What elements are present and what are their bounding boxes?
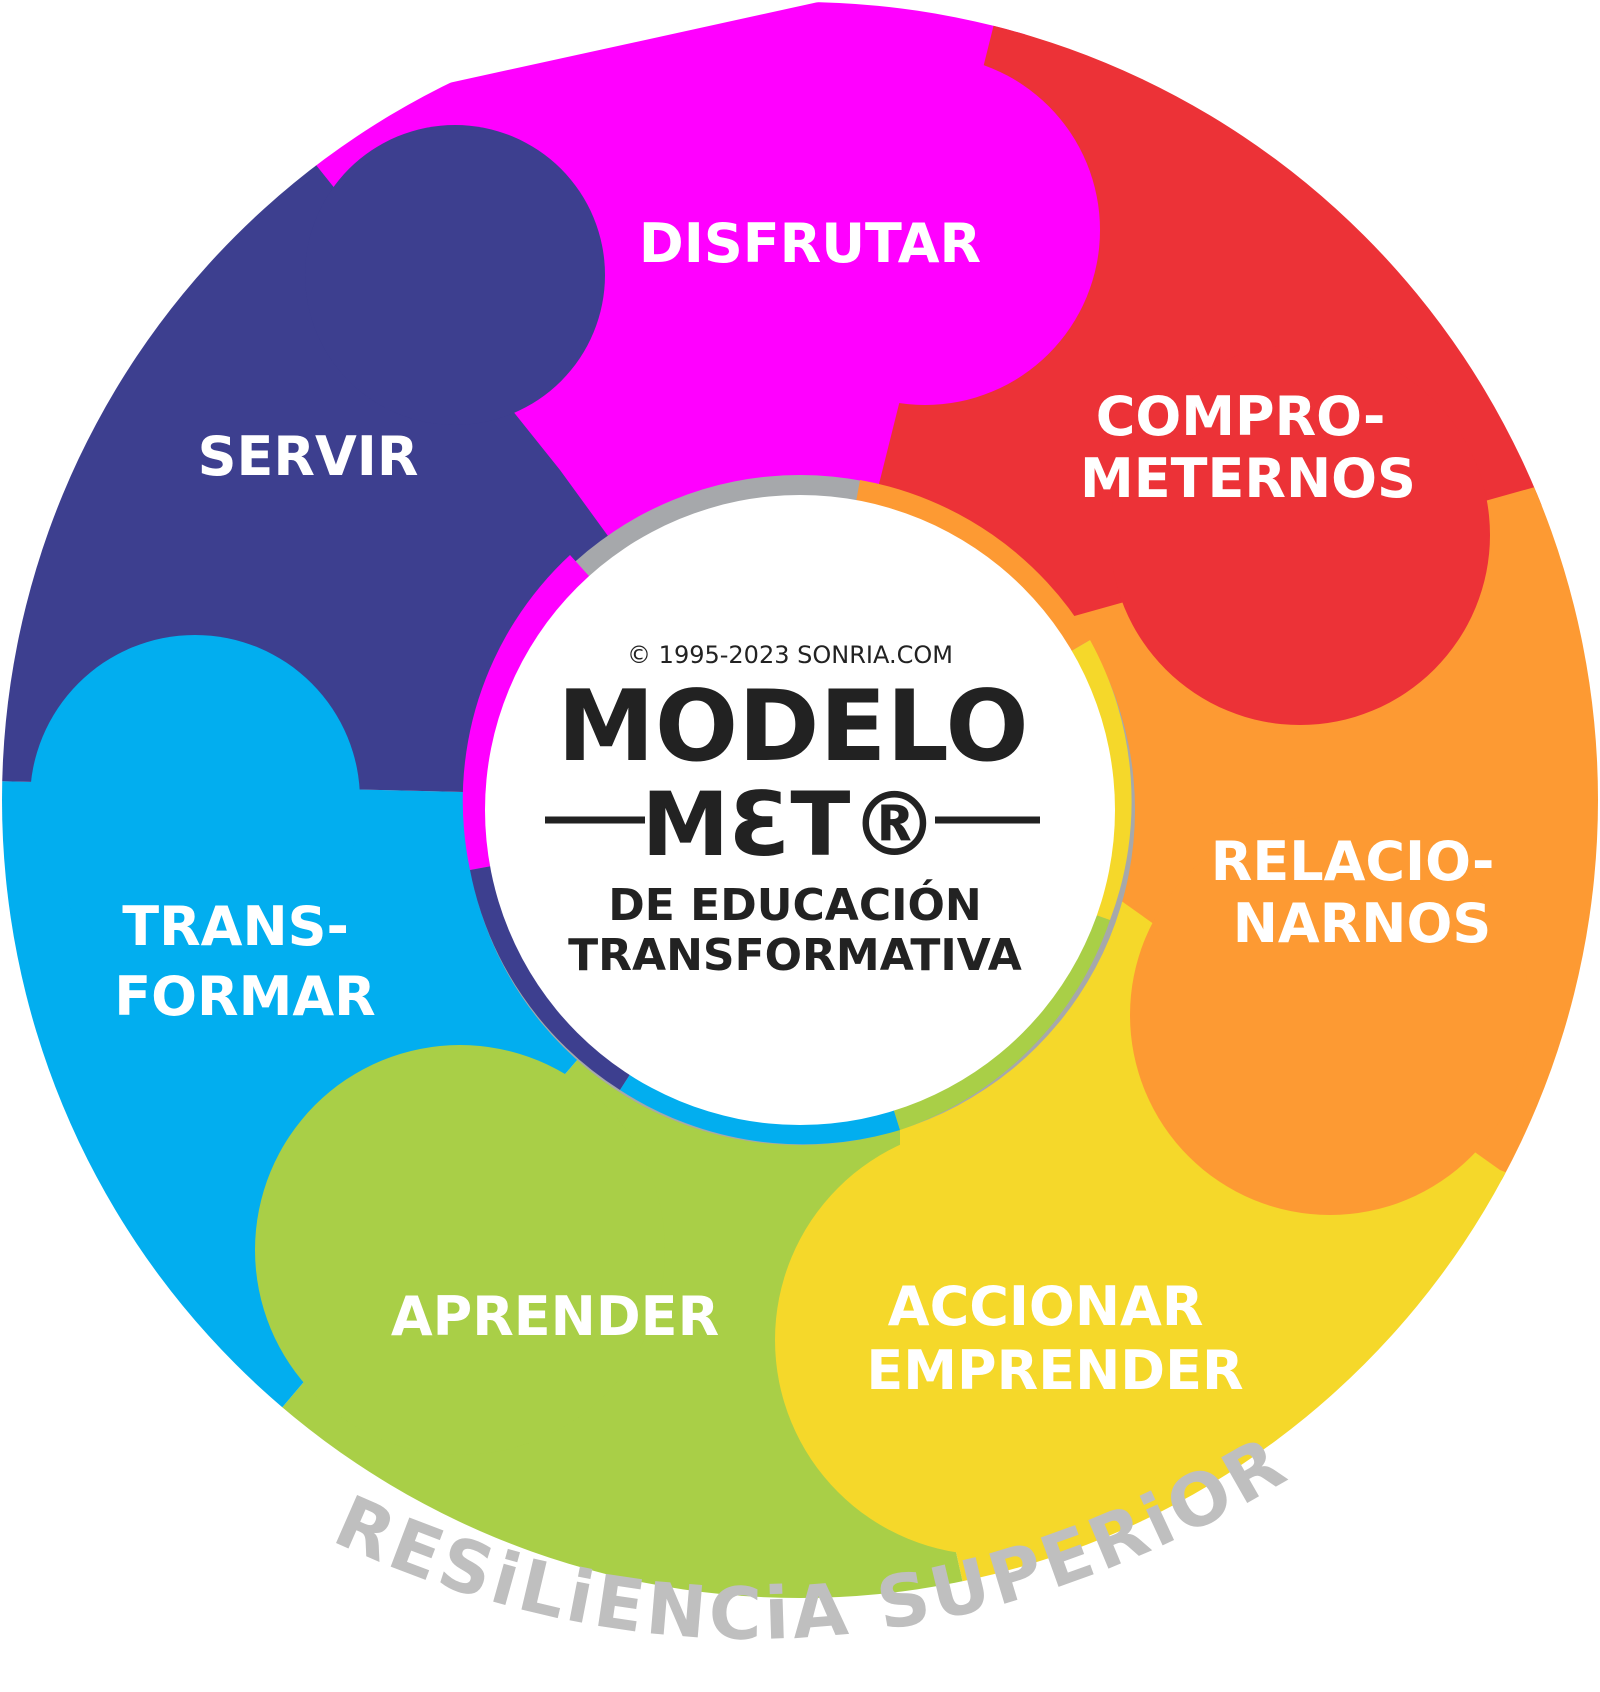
segment-labels: DISFRUTAR COMPRO- METERNOS RELACIO- NARN… — [114, 212, 1514, 1402]
center-disc — [485, 495, 1115, 1125]
label-accionar-line1: ACCIONAR — [888, 1275, 1204, 1338]
center-subtitle-line1: DE EDUCACIÓN — [608, 878, 981, 931]
knob-relacio-bottom — [1130, 815, 1530, 1215]
label-servir: SERVIR — [198, 425, 419, 488]
label-servir-line1: SERVIR — [198, 425, 419, 488]
knob-transformar-top — [30, 635, 360, 965]
label-aprender-line1: APRENDER — [391, 1285, 719, 1348]
label-disfrutar-line1: DISFRUTAR — [639, 212, 981, 275]
center-hub: © 1995-2023 SONRIA.COM MODELO MƐT® DE ED… — [462, 475, 1135, 1145]
label-comprometernos: COMPRO- METERNOS — [1080, 385, 1416, 510]
label-transformar-line2: FORMAR — [114, 965, 375, 1028]
knob-disfrutar-right — [750, 55, 1100, 405]
label-transformar: TRANS- FORMAR — [114, 895, 375, 1028]
label-accionar: ACCIONAR EMPRENDER — [866, 1275, 1243, 1402]
label-disfrutar: DISFRUTAR — [639, 212, 981, 275]
knob-aprender-left — [255, 1045, 665, 1455]
center-title: MODELO — [557, 670, 1028, 784]
label-comprometernos-line1: COMPRO- — [1096, 385, 1386, 448]
knob-accionar-left — [775, 1125, 1205, 1555]
label-aprender: APRENDER — [391, 1285, 719, 1348]
label-relacionarnos-line1: RELACIO- — [1211, 830, 1495, 893]
label-transformar-line1: TRANS- — [122, 895, 349, 958]
label-relacionarnos-line2: NARNOS — [1233, 892, 1492, 955]
label-comprometernos-line2: METERNOS — [1080, 447, 1416, 510]
center-copyright: © 1995-2023 SONRIA.COM — [627, 641, 953, 669]
center-subtitle-line2: TRANSFORMATIVA — [568, 930, 1022, 981]
knob-servir-top — [305, 125, 605, 425]
knob-compro-bottom — [1110, 345, 1490, 725]
label-accionar-line2: EMPRENDER — [866, 1339, 1243, 1402]
center-brand: MƐT® — [642, 773, 939, 876]
label-relacionarnos: RELACIO- NARNOS — [1211, 830, 1514, 955]
